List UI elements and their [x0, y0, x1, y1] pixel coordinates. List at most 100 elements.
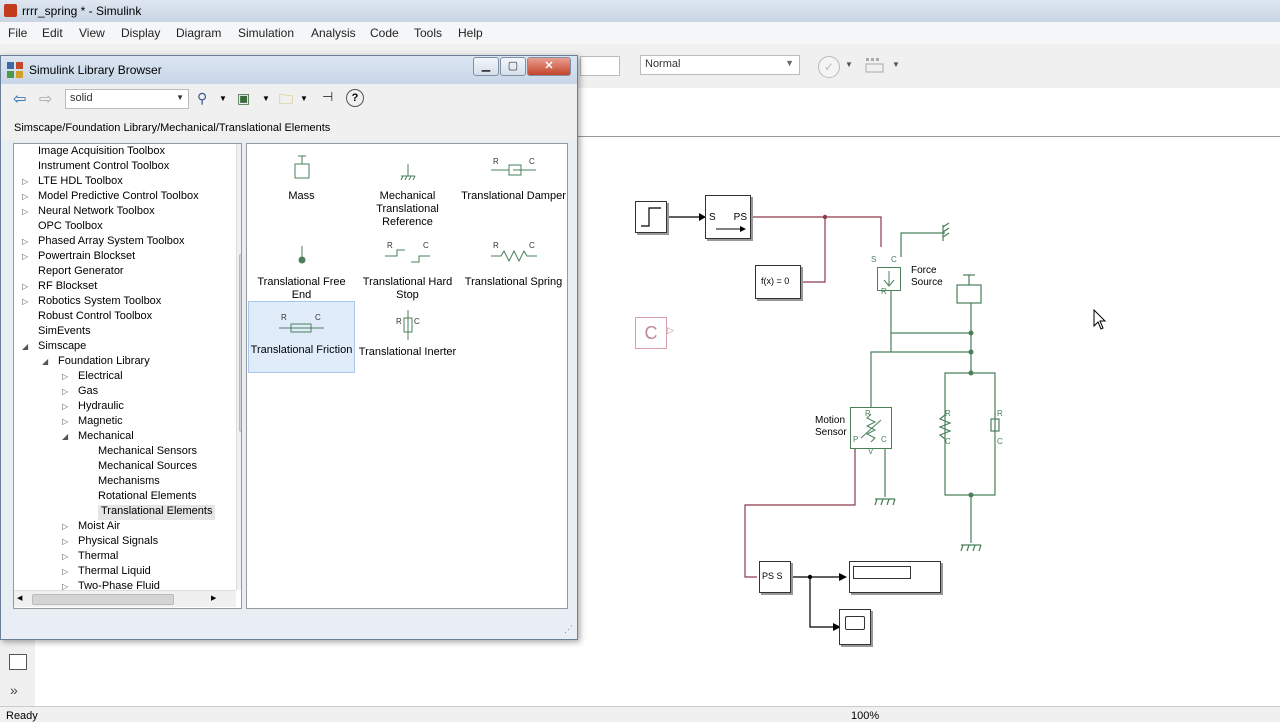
tree-item[interactable]: ▷Two-Phase Fluid: [62, 580, 160, 595]
search-input[interactable]: solid ▼: [65, 89, 189, 109]
tree-item[interactable]: ▷Robotics System Toolbox: [22, 295, 161, 310]
solver-configuration-block[interactable]: f(x) = 0: [755, 265, 801, 299]
grid-layout-icon[interactable]: [864, 56, 886, 74]
expand-arrow-icon[interactable]: ▷: [22, 297, 29, 306]
tree-item[interactable]: ▷Thermal Liquid: [62, 565, 151, 580]
stop-time-field[interactable]: [580, 56, 620, 76]
scroll-left-icon[interactable]: ◀: [17, 595, 23, 602]
simulation-mode-select[interactable]: Normal ▼: [640, 55, 800, 75]
tree-hscroll-thumb[interactable]: [32, 594, 174, 605]
scroll-right-icon[interactable]: ▶: [211, 595, 217, 602]
menu-edit[interactable]: Edit: [42, 26, 63, 40]
scroll-up-icon[interactable]: ▲: [240, 146, 241, 153]
library-browser-window[interactable]: Simulink Library Browser ▁ ▢ ✕ ⇦ ⇨ solid…: [0, 55, 578, 640]
resize-grip-icon[interactable]: ⋰: [564, 624, 573, 634]
tree-item[interactable]: ▷Model Predictive Control Toolbox: [22, 190, 199, 205]
help-icon[interactable]: ?: [346, 89, 364, 107]
tree-item[interactable]: Mechanical Sources: [98, 460, 197, 475]
goto-c-block[interactable]: C: [635, 317, 667, 349]
expand-arrow-icon[interactable]: ▷: [62, 567, 69, 576]
search-options-dropdown-icon[interactable]: ▼: [219, 94, 227, 103]
block-mass[interactable]: Mass: [249, 150, 354, 203]
tree-item[interactable]: ▷LTE HDL Toolbox: [22, 175, 123, 190]
ps-simulink-converter-block[interactable]: PS S: [759, 561, 791, 593]
tree-item[interactable]: Report Generator: [38, 265, 124, 280]
layout-dropdown-icon[interactable]: ▼: [892, 60, 900, 69]
tree-item[interactable]: ▷Physical Signals: [62, 535, 158, 550]
maximize-button[interactable]: ▢: [500, 57, 526, 76]
new-model-dropdown-icon[interactable]: ▼: [262, 94, 270, 103]
tree-item[interactable]: ▷Magnetic: [62, 415, 123, 430]
expand-arrow-icon[interactable]: ▷: [62, 552, 69, 561]
tree-item[interactable]: ▷RF Blockset: [22, 280, 97, 295]
menu-code[interactable]: Code: [370, 26, 399, 40]
block-mechanical-translational-reference[interactable]: Mechanical Translational Reference: [355, 150, 460, 229]
close-button[interactable]: ✕: [527, 57, 571, 76]
menu-simulation[interactable]: Simulation: [238, 26, 295, 40]
expand-arrow-icon[interactable]: ▷: [22, 237, 29, 246]
tree-item[interactable]: Robust Control Toolbox: [38, 310, 152, 325]
tree-item[interactable]: ▷Powertrain Blockset: [22, 250, 135, 265]
expand-arrow-icon[interactable]: ▷: [22, 207, 29, 216]
tree-item[interactable]: OPC Toolbox: [38, 220, 103, 235]
tree-item[interactable]: SimEvents: [38, 325, 91, 340]
tree-item[interactable]: ▷Phased Array System Toolbox: [22, 235, 185, 250]
menu-display[interactable]: Display: [121, 26, 161, 40]
tree-item[interactable]: Mechanisms: [98, 475, 160, 490]
check-dropdown-icon[interactable]: ▼: [845, 60, 853, 69]
expand-arrow-icon[interactable]: ▷: [22, 282, 29, 291]
block-translational-free-end[interactable]: Translational Free End: [249, 236, 354, 302]
forward-arrow-icon[interactable]: ⇨: [39, 91, 53, 108]
tree-item[interactable]: Rotational Elements: [98, 490, 196, 505]
tree-item[interactable]: ◢Mechanical: [62, 430, 134, 445]
tree-item[interactable]: ◢Simscape: [22, 340, 86, 355]
minimize-button[interactable]: ▁: [473, 57, 499, 76]
expand-arrow-icon[interactable]: ▷: [22, 177, 29, 186]
menu-view[interactable]: View: [79, 26, 105, 40]
expand-arrow-icon[interactable]: ▷: [62, 372, 69, 381]
menu-help[interactable]: Help: [458, 26, 483, 40]
tree-item[interactable]: ▷Hydraulic: [62, 400, 124, 415]
pin-icon[interactable]: ⊣: [322, 89, 334, 104]
tree-item[interactable]: ◢Foundation Library: [42, 355, 150, 370]
ideal-force-source-block[interactable]: [877, 267, 901, 291]
scroll-down-icon[interactable]: ▼: [240, 578, 241, 585]
motion-sensor-block[interactable]: [850, 407, 892, 449]
display-block[interactable]: [849, 561, 941, 593]
tree-item[interactable]: ▷Electrical: [62, 370, 123, 385]
library-browser-icon[interactable]: [9, 654, 27, 670]
collapse-arrow-icon[interactable]: ◢: [62, 432, 69, 441]
tree-item[interactable]: Mechanical Sensors: [98, 445, 197, 460]
tree-item[interactable]: Translational Elements: [98, 505, 216, 520]
tree-item[interactable]: ▷Gas: [62, 385, 98, 400]
search-dropdown-icon[interactable]: ▼: [176, 93, 184, 102]
search-icon[interactable]: ⚲: [197, 90, 208, 106]
expand-arrow-icon[interactable]: ▷: [62, 402, 69, 411]
tree-horizontal-scrollbar[interactable]: ◀ ▶: [14, 590, 236, 607]
collapse-arrow-icon[interactable]: ◢: [42, 357, 49, 366]
tree-scroll-thumb[interactable]: [239, 254, 241, 432]
menu-analysis[interactable]: Analysis: [311, 26, 356, 40]
collapse-arrow-icon[interactable]: ◢: [22, 342, 29, 351]
menu-tools[interactable]: Tools: [414, 26, 443, 40]
tree-item[interactable]: ▷Moist Air: [62, 520, 120, 535]
expand-arrow-icon[interactable]: ▷: [62, 537, 69, 546]
expand-arrow-icon[interactable]: ▷: [62, 582, 69, 591]
library-browser-title-bar[interactable]: Simulink Library Browser ▁ ▢ ✕: [1, 56, 577, 84]
tree-item[interactable]: Image Acquisition Toolbox: [38, 145, 165, 160]
open-folder-icon[interactable]: 🗀: [279, 91, 293, 107]
tree-item[interactable]: ▷Thermal: [62, 550, 118, 565]
tree-item[interactable]: Instrument Control Toolbox: [38, 160, 169, 175]
menu-file[interactable]: File: [8, 26, 28, 40]
back-arrow-icon[interactable]: ⇦: [13, 91, 27, 108]
expand-arrow-icon[interactable]: ▷: [62, 387, 69, 396]
expand-arrow-icon[interactable]: ▷: [62, 417, 69, 426]
scope-block[interactable]: [839, 609, 871, 645]
expand-arrow-icon[interactable]: ▷: [62, 522, 69, 531]
simulink-ps-converter-block[interactable]: S PS: [705, 195, 751, 239]
